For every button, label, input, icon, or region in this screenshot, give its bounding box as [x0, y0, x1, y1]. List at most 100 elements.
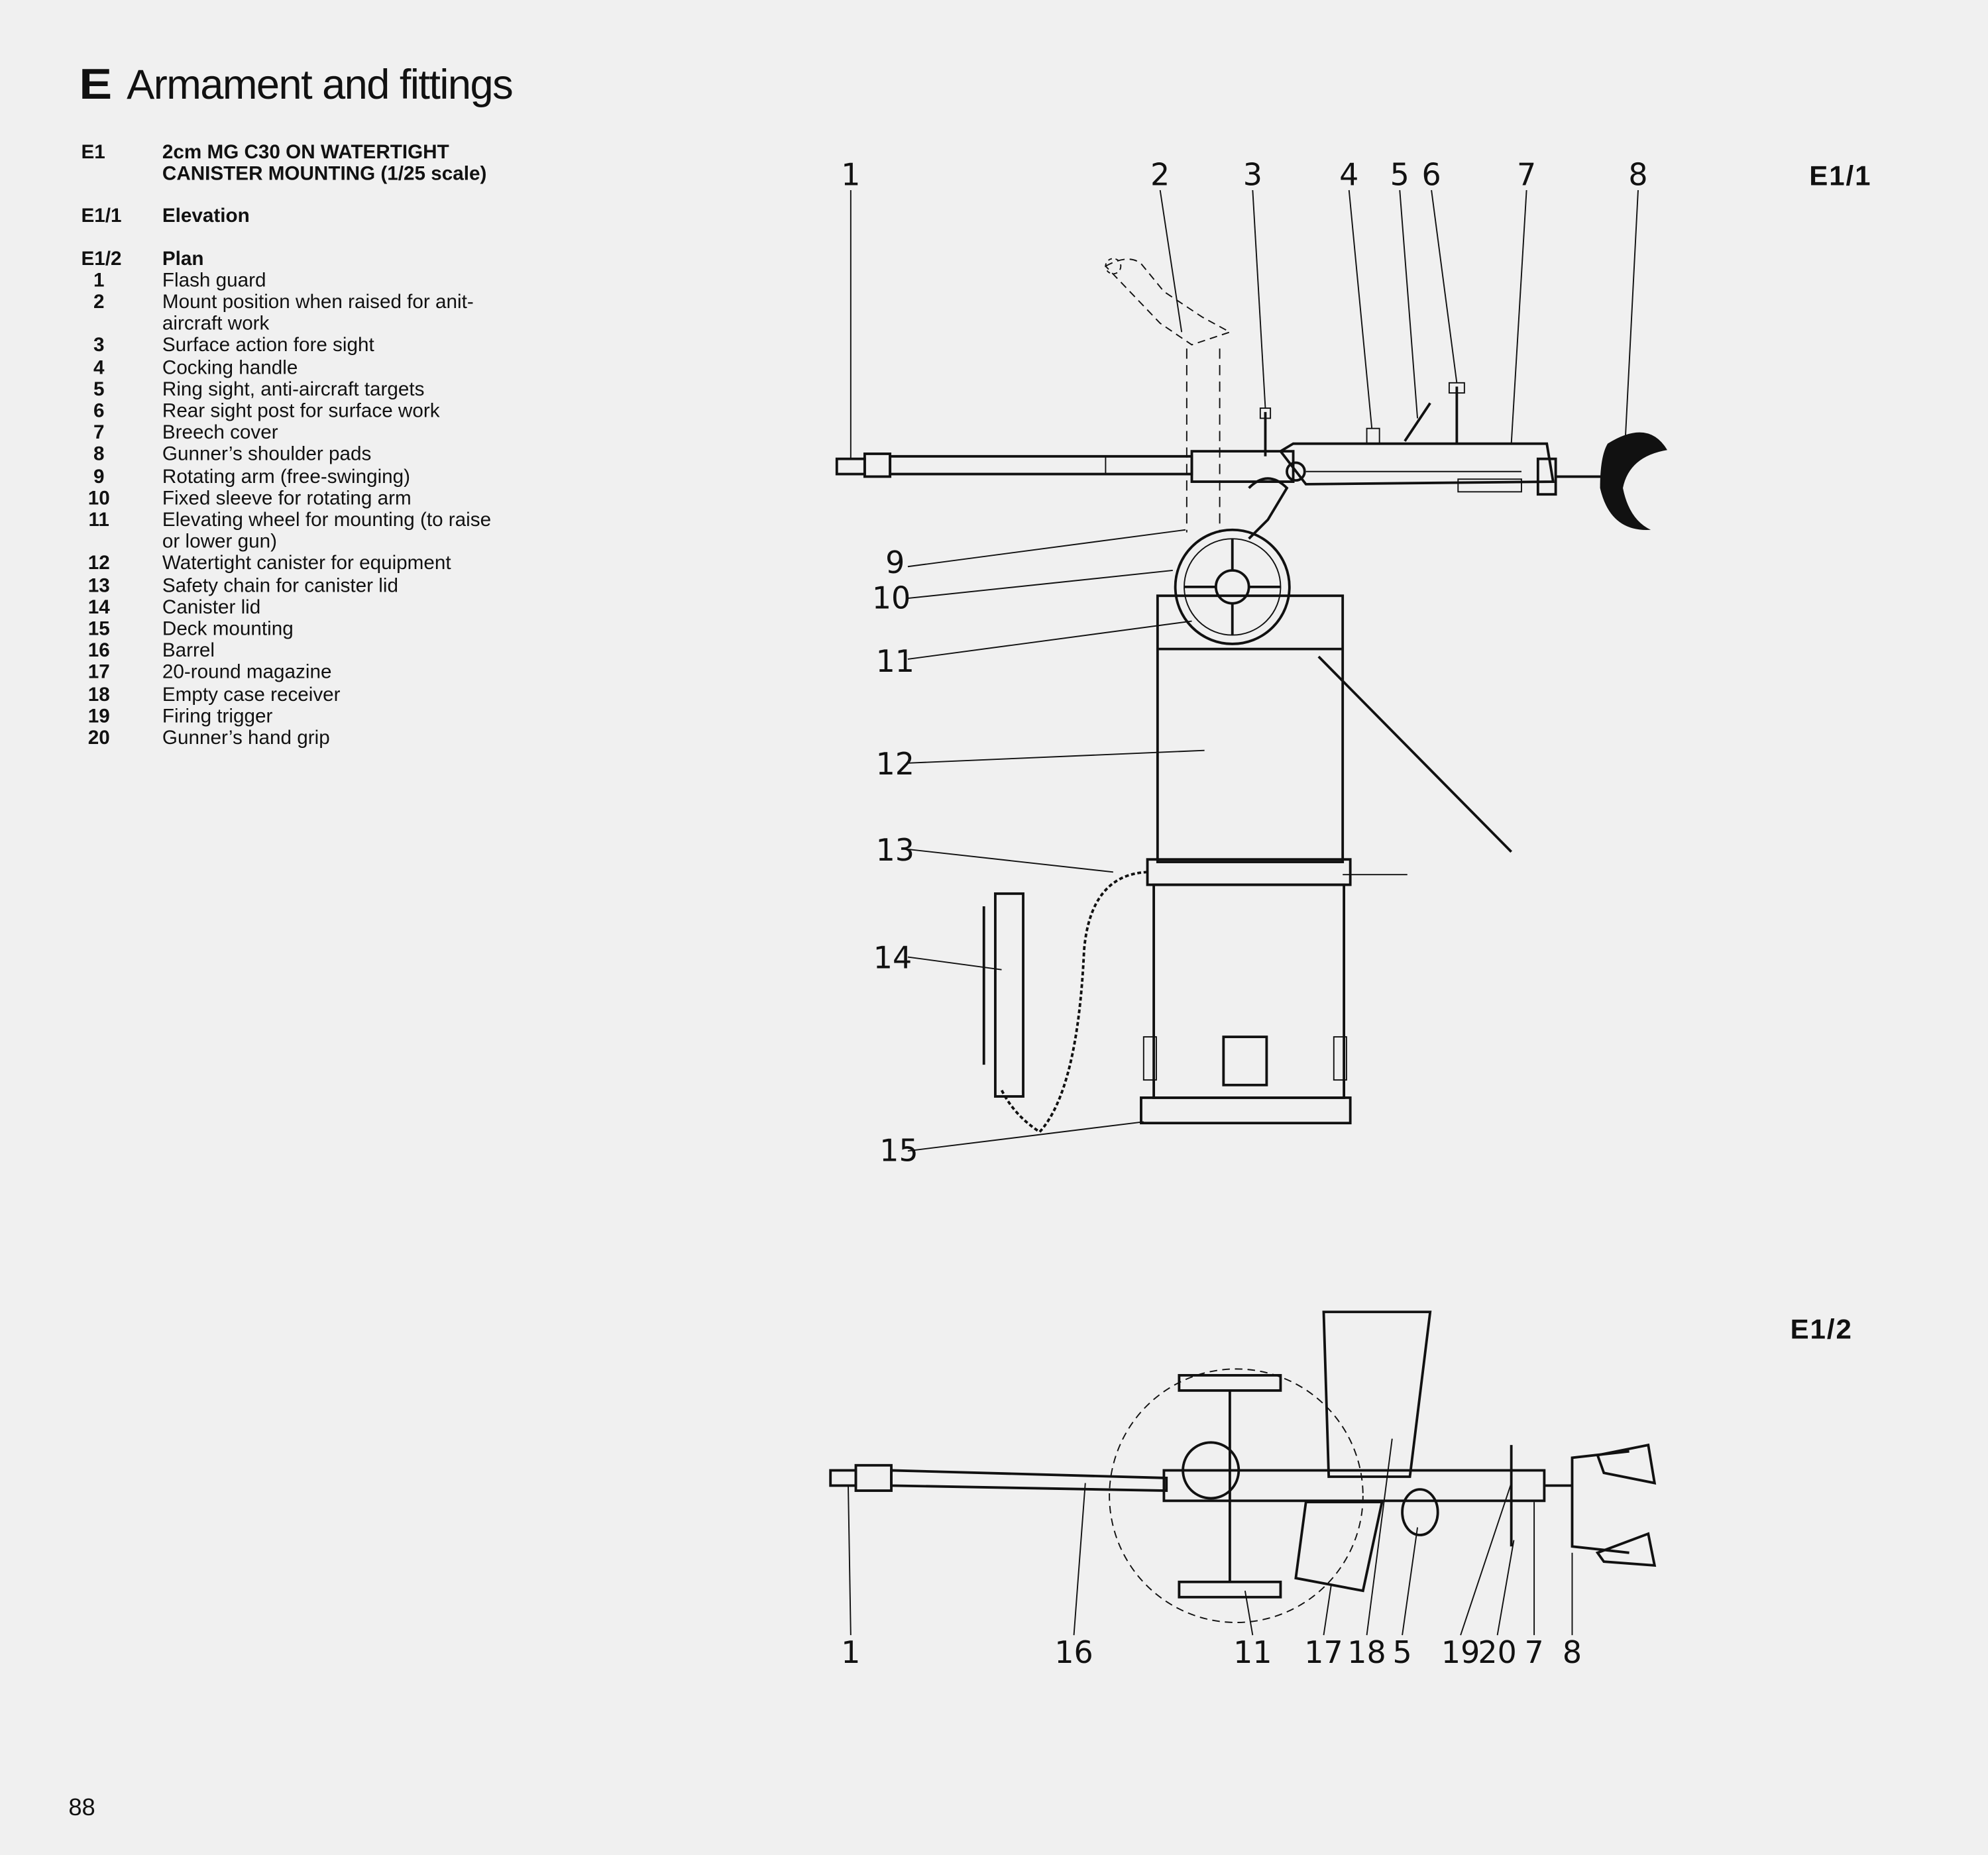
legend-item-number: 15	[87, 618, 110, 641]
legend-item-number: 8	[93, 444, 105, 466]
legend-item: 3 Surface action fore sight	[81, 335, 512, 357]
callout-number: 14	[873, 940, 912, 976]
plan-leaders	[848, 1438, 1573, 1636]
callout-number: 5	[1393, 1634, 1412, 1670]
legend-item: 19 Firing trigger	[81, 706, 512, 727]
figure-label-e1-1: E1/1	[1809, 160, 1871, 191]
legend-item: 5 Ring sight, anti-aircraft targets	[81, 379, 512, 401]
legend-item: 12 Watertight canister for equipment	[81, 553, 512, 575]
callout-number: 2	[1150, 156, 1170, 192]
callout-number: 7	[1524, 1634, 1543, 1670]
legend-item: 10 Fixed sleeve for rotating arm	[81, 488, 512, 509]
callout-number: 9	[885, 545, 905, 580]
callout-number: 3	[1243, 156, 1262, 192]
elevation-drawing	[835, 258, 1667, 1134]
callout-number: 8	[1563, 1634, 1582, 1670]
callout-number: 4	[1339, 156, 1358, 192]
legend-item-text: Gunner’s hand grip	[162, 727, 330, 749]
legend-item-number: 12	[87, 553, 110, 575]
legend-item-number: 9	[93, 466, 105, 488]
section-heading: Armament and fittings	[127, 60, 514, 108]
legend-item-text: Rotating arm (free-swinging)	[162, 466, 411, 488]
elevation-leaders	[850, 189, 1639, 1152]
legend-item: 4 Cocking handle	[81, 357, 512, 379]
legend-item-text: 20-round magazine	[162, 662, 332, 684]
callout-number: 17	[1304, 1634, 1343, 1670]
legend-item-number: 20	[87, 727, 110, 749]
callout-number: 20	[1478, 1634, 1516, 1670]
callout-number: 7	[1517, 156, 1536, 192]
legend-item-text: Breech cover	[162, 422, 278, 445]
legend-item: 13 Safety chain for canister lid	[81, 575, 512, 597]
legend-item-text: Deck mounting	[162, 618, 294, 641]
legend-item-number: 19	[87, 706, 110, 727]
section-title: E Armament and fittings	[79, 60, 514, 111]
callout-number: 11	[1233, 1634, 1272, 1670]
legend-item-number: 3	[93, 335, 105, 357]
callout-number: 12	[876, 746, 914, 782]
legend-item-text: Mount position when raised for anit-airc…	[162, 292, 474, 335]
legend-item-number: 17	[87, 662, 110, 684]
legend-item-text: Watertight canister for equipment	[162, 553, 451, 575]
callout-number: 1	[841, 1634, 860, 1670]
callout-number: 10	[872, 580, 911, 615]
legend-item-text: Gunner’s shoulder pads	[162, 444, 372, 466]
legend-item: 11 Elevating wheel for mounting (to raise…	[81, 509, 512, 553]
legend-item-text: Cocking handle	[162, 356, 298, 379]
legend-item-number: 10	[87, 488, 110, 509]
legend-item-text: Rear sight post for surface work	[162, 400, 440, 423]
callout-number: 13	[876, 832, 914, 868]
callout-number: 6	[1422, 156, 1441, 192]
callout-number: 1	[841, 156, 860, 192]
legend-item-number: 11	[88, 509, 109, 531]
legend-item-number: 1	[93, 270, 105, 292]
legend-item-number: 5	[93, 378, 105, 401]
legend-item-number: 18	[87, 684, 110, 706]
legend-item-text: Barrel	[162, 640, 215, 662]
legend-item: 14 Canister lid	[81, 597, 512, 619]
page-number: 88	[68, 1795, 95, 1822]
legend-item-text: Elevating wheel for mounting (to raise o…	[162, 509, 492, 553]
legend-item: 7 Breech cover	[81, 423, 512, 445]
legend-item: 8 Gunner’s shoulder pads	[81, 444, 512, 466]
legend-item-text: Empty case receiver	[162, 684, 341, 706]
callout-number: 8	[1628, 156, 1647, 192]
callout-number: 16	[1054, 1634, 1093, 1670]
legend-item-text: Surface action fore sight	[162, 335, 374, 357]
section-letter: E	[79, 60, 112, 109]
legend-item: 16 Barrel	[81, 641, 512, 662]
figure-label-e1-2: E1/2	[1791, 1313, 1853, 1344]
legend-item-text: Canister lid	[162, 596, 261, 619]
legend-item: 6 Rear sight post for surface work	[81, 401, 512, 423]
callout-number: 15	[879, 1133, 918, 1169]
legend-item: 20 Gunner’s hand grip	[81, 727, 512, 749]
legend-item: 15 Deck mounting	[81, 619, 512, 641]
legend-item: 1 Flash guard	[81, 270, 512, 292]
legend-item: 17 20-round magazine	[81, 662, 512, 684]
callout-number: 11	[876, 643, 914, 679]
legend-item-text: Flash guard	[162, 270, 266, 292]
legend-item-text: Firing trigger	[162, 706, 273, 727]
plan-drawing	[829, 1310, 1657, 1623]
legend-item-number: 13	[87, 574, 110, 597]
legend-item: 18 Empty case receiver	[81, 684, 512, 706]
callout-number: 19	[1441, 1634, 1480, 1670]
callout-number: 5	[1390, 156, 1409, 192]
legend-item-number: 4	[93, 356, 105, 379]
legend-item-number: 16	[87, 640, 110, 662]
legend-item-number: 7	[93, 422, 105, 445]
legend-item-text: Ring sight, anti-aircraft targets	[162, 378, 425, 401]
legend-item: 2 Mount position when raised for anit-air…	[81, 292, 512, 335]
legend-item-number: 2	[93, 292, 105, 313]
legend-item-text: Safety chain for canister lid	[162, 574, 398, 597]
legend-item-number: 14	[87, 596, 110, 619]
legend-item: 9 Rotating arm (free-swinging)	[81, 466, 512, 488]
legend-item-text: Fixed sleeve for rotating arm	[162, 488, 412, 509]
legend-item-number: 6	[93, 400, 105, 423]
